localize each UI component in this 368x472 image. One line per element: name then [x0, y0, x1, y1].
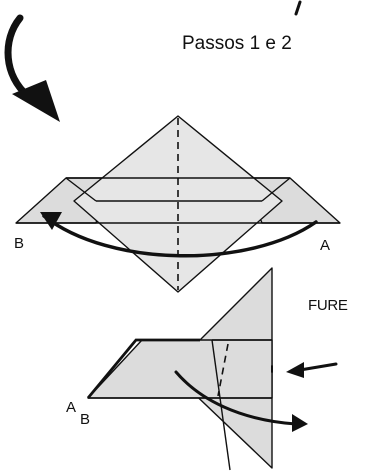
bottom-fold-figure [86, 267, 273, 471]
top-edge-arrow-tail [294, 0, 302, 16]
fold-arrow-icon [40, 212, 318, 258]
label-b-bottom: B [80, 411, 90, 428]
label-b-top: B [14, 235, 24, 252]
diagram-title: Passos 1 e 2 [182, 33, 292, 54]
turn-over-arrow-icon [4, 14, 60, 122]
pierce-arrow-icon [286, 362, 338, 378]
label-a-top: A [320, 237, 330, 254]
label-a-bottom: A [66, 399, 76, 416]
fold-down-arrow-icon [174, 370, 308, 432]
note-label: FURE [308, 297, 348, 314]
top-fold-figure [15, 115, 341, 293]
